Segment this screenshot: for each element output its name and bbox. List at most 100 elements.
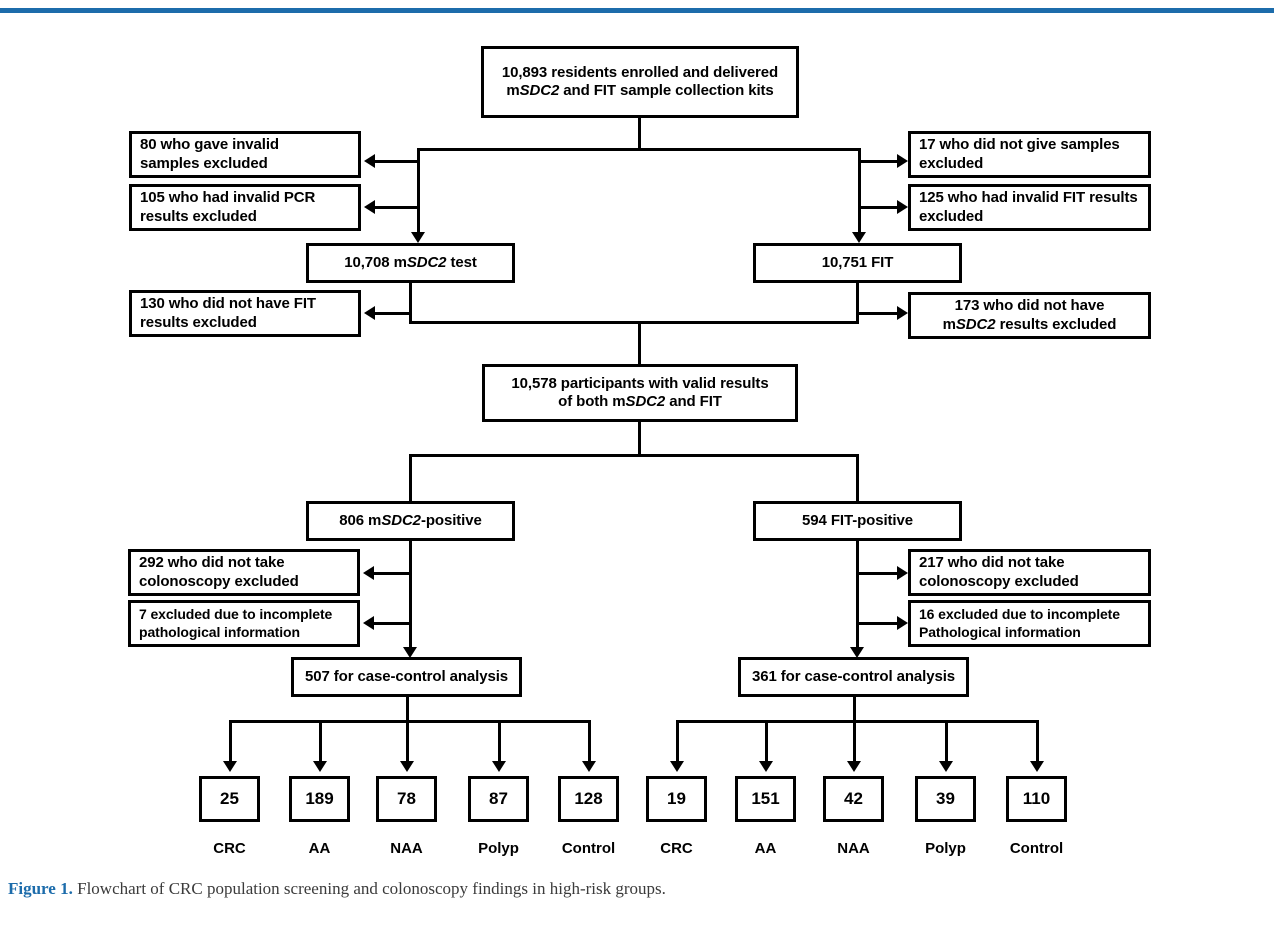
box-exclusion-7: 7 excluded due to incomplete pathologica… — [128, 600, 360, 647]
ex130-line1: 130 who did not have FIT — [140, 295, 316, 313]
connector-fit-analysis-down — [853, 697, 856, 722]
ex7-line1: 7 excluded due to incomplete — [139, 606, 333, 623]
box-fit-test-text: 10,751 FIT — [821, 253, 894, 271]
box-exclusion-217-text: 217 who did not take colonoscopy exclude… — [919, 554, 1143, 591]
box-exclusion-7-text: 7 excluded due to incomplete pathologica… — [139, 606, 352, 640]
msdc2-test-suffix: test — [446, 253, 477, 271]
arrow-right-exclusion-217 — [897, 566, 908, 580]
box-msdc2-positive: 806 mSDC2-positive — [306, 501, 515, 541]
terminal-left-naa-value: 78 — [397, 789, 416, 808]
figure-caption: Figure 1. Flowchart of CRC population sc… — [8, 878, 1188, 901]
ex125-line2: excluded — [919, 207, 984, 225]
connector-to-exclusion-7 — [374, 622, 410, 625]
msdc2-test-italic: SDC2 — [406, 253, 447, 271]
terminal-box-left-aa: 189 — [289, 776, 350, 822]
box-exclusion-17: 17 who did not give samples excluded — [908, 131, 1151, 178]
connector-fanout-right-bar — [676, 720, 1037, 723]
arrow-down-left-aa — [313, 761, 327, 772]
box-exclusion-292: 292 who did not take colonoscopy exclude… — [128, 549, 360, 596]
msdc2-pos-suffix: -positive — [420, 511, 482, 529]
box-exclusion-173: 173 who did not have mSDC2 results exclu… — [908, 292, 1151, 339]
terminal-label-left-polyp: Polyp — [478, 840, 519, 857]
terminal-right-aa-value: 151 — [751, 789, 780, 808]
box-exclusion-16-text: 16 excluded due to incomplete Pathologic… — [919, 606, 1143, 640]
connector-to-exclusion-217 — [856, 572, 900, 575]
box-exclusion-17-text: 17 who did not give samples excluded — [919, 136, 1143, 173]
arrow-right-exclusion-17 — [897, 154, 908, 168]
connector-fan-left-5 — [588, 720, 591, 764]
connector-fan-right-3 — [853, 720, 856, 764]
ex17-line1: 17 who did not give samples — [919, 136, 1120, 154]
terminal-box-right-aa: 151 — [735, 776, 796, 822]
connector-to-exclusion-292 — [374, 572, 410, 575]
terminal-box-right-crc: 19 — [646, 776, 707, 822]
terminal-left-polyp-value: 87 — [489, 789, 508, 808]
terminal-label-left-crc: CRC — [213, 840, 246, 857]
connector-msdc2-test-down — [409, 283, 412, 323]
connector-msdc2-positive-down — [409, 541, 412, 651]
bothvalid-line2-prefix: of both m — [558, 393, 626, 410]
arrow-left-exclusion-130 — [364, 306, 375, 320]
msdc2-pos-prefix: 806 m — [339, 511, 382, 529]
box-fit-positive: 594 FIT-positive — [753, 501, 962, 541]
ex17-line2: excluded — [919, 154, 984, 172]
connector-to-exclusion-173 — [856, 312, 900, 315]
terminal-label-right-polyp: Polyp — [925, 840, 966, 857]
connector-to-exclusion-125 — [858, 206, 900, 209]
arrow-down-right-naa — [847, 761, 861, 772]
arrow-down-right-crc — [670, 761, 684, 772]
connector-to-fit-positive — [856, 454, 859, 504]
connector-fan-left-2 — [319, 720, 322, 764]
arrow-down-fit-analysis — [850, 647, 864, 658]
connector-to-exclusion-80 — [375, 160, 418, 163]
box-exclusion-130: 130 who did not have FIT results exclude… — [129, 290, 361, 337]
enrolled-line2-italic: SDC2 — [519, 82, 560, 99]
ex292-line2: colonoscopy excluded — [139, 572, 299, 590]
enrolled-line1: 10,893 residents enrolled and delivered — [501, 63, 779, 81]
connector-to-msdc2-positive — [409, 454, 412, 504]
enrolled-line2-prefix: m — [506, 82, 520, 99]
box-exclusion-125-text: 125 who had invalid FIT results excluded — [919, 189, 1143, 226]
connector-left-trunk — [417, 148, 420, 235]
terminal-left-control-value: 128 — [574, 789, 603, 808]
terminal-box-right-naa: 42 — [823, 776, 884, 822]
ex105-line2: results excluded — [140, 207, 257, 225]
terminal-label-left-aa: AA — [308, 840, 331, 857]
bothvalid-line2-italic: SDC2 — [625, 393, 666, 410]
arrow-left-exclusion-105 — [364, 200, 375, 214]
box-fit-analysis-text: 361 for case-control analysis — [751, 667, 956, 685]
connector-fan-left-3 — [406, 720, 409, 764]
connector-fan-left-1 — [229, 720, 232, 764]
box-exclusion-292-text: 292 who did not take colonoscopy exclude… — [139, 554, 352, 591]
terminal-box-left-polyp: 87 — [468, 776, 529, 822]
terminal-right-crc-value: 19 — [667, 789, 686, 808]
terminal-left-crc-value: 25 — [220, 789, 239, 808]
terminal-box-left-control: 128 — [558, 776, 619, 822]
box-fit-positive-text: 594 FIT-positive — [802, 511, 913, 529]
connector-right-trunk — [858, 148, 861, 235]
arrow-down-fit-test — [852, 232, 866, 243]
box-exclusion-125: 125 who had invalid FIT results excluded — [908, 184, 1151, 231]
arrow-down-left-naa — [400, 761, 414, 772]
ex173-line2-suffix: results excluded — [995, 315, 1117, 333]
msdc2-pos-italic: SDC2 — [381, 511, 421, 529]
terminal-label-right-aa: AA — [754, 840, 777, 857]
arrow-down-right-polyp — [939, 761, 953, 772]
arrow-left-exclusion-7 — [363, 616, 374, 630]
connector-merge-stem — [638, 321, 641, 364]
terminal-box-left-crc: 25 — [199, 776, 260, 822]
connector-to-exclusion-130 — [375, 312, 411, 315]
ex173-line2-prefix: m — [942, 315, 956, 333]
connector-to-exclusion-16 — [856, 622, 900, 625]
bothvalid-line2-suffix: and FIT — [665, 393, 722, 410]
terminal-left-aa-value: 189 — [305, 789, 334, 808]
terminal-right-control-value: 110 — [1022, 789, 1051, 808]
ex80-line1: 80 who gave invalid — [140, 136, 279, 154]
box-msdc2-analysis-text: 507 for case-control analysis — [304, 667, 509, 685]
connector-split-bar-positives — [409, 454, 859, 457]
connector-enrolled-stem — [638, 118, 641, 150]
box-exclusion-130-text: 130 who did not have FIT results exclude… — [140, 295, 353, 332]
ex130-line2: results excluded — [140, 313, 257, 331]
arrow-down-msdc2-test — [411, 232, 425, 243]
